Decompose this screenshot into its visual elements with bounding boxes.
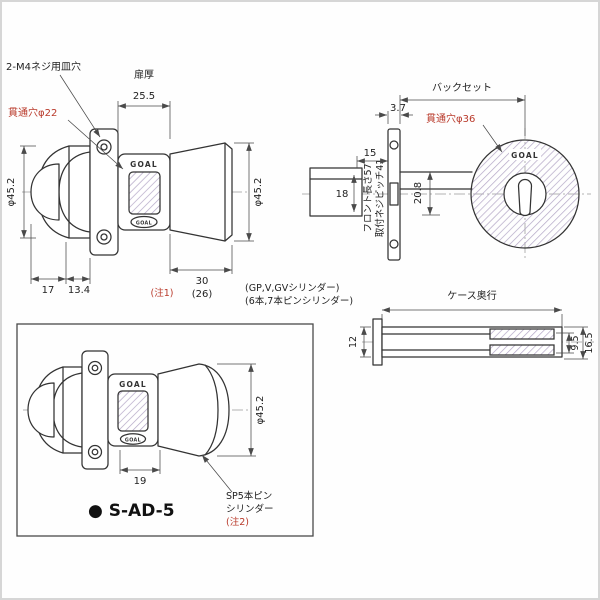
dim-20-8: 20.8 [413,182,424,204]
note-2: (注2) [226,516,249,528]
dim-9-5: 9.5 [570,335,581,350]
dim-12: 12 [348,336,359,348]
label-screw-pitch: 取付ネジピッチ41 [375,159,386,238]
label-sp5-line1: SP5本ピン [226,490,272,502]
brand-logo-small: GOAL [125,438,141,444]
dim-3-7: 3.7 [390,103,406,114]
view-side-gp: GOAL GOAL 25.5 扉厚 2-M4ネジ用皿穴 貫通穴φ22 φ45.2… [6,60,353,307]
dim-dia: φ45.2 [255,396,266,425]
dim-dia-right: φ45.2 [253,178,264,207]
brand-oval [130,215,158,229]
plate-screw-top [389,140,399,150]
brand-logo: GOAL [130,160,158,169]
leader-arrow [67,119,124,170]
fork-lower-hatched [489,344,555,356]
fork-upper-hatched [489,328,555,340]
dim-25-5: 25.5 [133,91,155,102]
brand-oval [119,433,147,445]
dim-18: 18 [336,189,349,200]
screw-hole-top-inner [100,143,108,151]
label-front-length: フロント長さ57 [363,163,374,232]
dim-30: 30 [196,276,209,287]
view-front-edge: フロント長さ57 取付ネジピッチ41 GOAL バックセット 3.7 貫通穴φ3… [302,82,591,261]
dim-26: (26) [192,289,213,300]
label-sp5-line2: シリンダー [226,503,274,515]
front-plate-section [372,318,383,366]
leader-arrow [201,454,233,493]
spindle-hole-hatched [128,171,161,215]
plate-screw-bottom [389,239,399,249]
brand-backing [509,149,541,160]
thumbturn-dome [30,163,60,221]
dim-19: 19 [134,476,147,487]
outside-rose-cone [169,142,233,242]
brand-logo: GOAL [511,151,539,160]
dim-17: 17 [42,285,55,296]
label-backset: バックセット [432,82,492,94]
note-1: (注1) [151,287,174,299]
spindle-hole-hatched [117,390,149,432]
dim-16-5: 16.5 [584,332,595,353]
label-case-depth: ケース奥行 [447,289,497,302]
view-sad5: GOAL GOAL φ45.2 19 SP5本ピン シリンダー (注2) ● S… [16,323,314,537]
screw-hole-top-inner [91,364,99,372]
label-through-hole-22: 貫通穴φ22 [8,106,57,119]
cylinder-note-1: (GP,V,GVシリンダー) [245,282,339,294]
dim-15: 15 [364,148,377,159]
bolt-opening [389,182,399,206]
inset-box [16,323,314,537]
keyhole [517,178,533,217]
leader-arrow [482,124,503,153]
housing-rim-arc [204,364,219,456]
label-through-hole-36: 貫通穴φ36 [426,112,475,125]
label-door-thickness: 扉厚 [134,68,154,81]
brand-logo: GOAL [119,380,147,389]
thumbturn-dome [27,382,55,438]
screw-hole-bottom-inner [100,233,108,241]
brand-logo-small: GOAL [136,221,152,227]
screw-hole-bottom-inner [91,448,99,456]
leader-arrow [59,74,101,138]
view-case-depth: ケース奥行 12 9.5 16.5 [348,289,595,366]
model-label: ● S-AD-5 [88,501,175,521]
cylinder-note-2: (6本,7本ピンシリンダー) [245,295,353,307]
dim-dia-left: φ45.2 [6,178,17,207]
dim-13-4: 13.4 [68,285,90,296]
label-screw-hole: 2-M4ネジ用皿穴 [6,60,81,73]
